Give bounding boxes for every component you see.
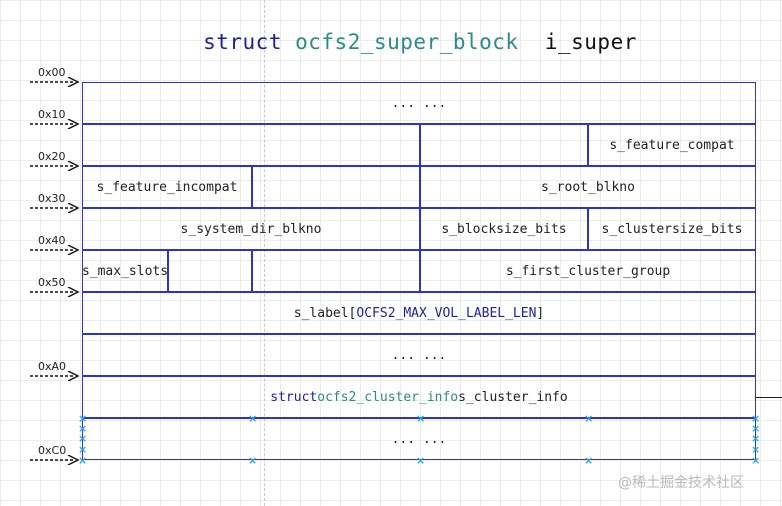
- selection-marker: ×: [78, 443, 88, 456]
- cluster-name: s_cluster_info: [458, 389, 568, 405]
- selection-marker: ×: [416, 454, 426, 467]
- field-cell: s_max_slots: [82, 250, 168, 292]
- struct-row: ... ...: [82, 82, 756, 124]
- struct-row: s_label[OCFS2_MAX_VOL_LABEL_LEN]: [82, 292, 756, 334]
- offset-arrow: [30, 287, 80, 297]
- selection-marker: ×: [751, 412, 761, 425]
- selection-marker: ×: [416, 412, 426, 425]
- struct-layout: ... ... s_feature_compat s_feature_incom…: [82, 82, 756, 462]
- struct-row: s_feature_incompat s_root_blkno: [82, 166, 756, 208]
- offset-arrow: [30, 77, 80, 87]
- title-variable: i_super: [544, 30, 637, 54]
- selection-marker: ×: [584, 454, 594, 467]
- field-cell: s_feature_incompat: [82, 166, 252, 208]
- selection-marker: ×: [751, 443, 761, 456]
- struct-row: ... ...: [82, 334, 756, 376]
- connector-line: [756, 397, 782, 398]
- selection-marker: ×: [78, 432, 88, 445]
- selection-marker: ×: [248, 454, 258, 467]
- struct-row: ... ...: [82, 418, 756, 460]
- struct-row: struct ocfs2_cluster_info s_cluster_info: [82, 376, 756, 418]
- selection-marker: ×: [584, 412, 594, 425]
- selection-marker: ×: [78, 422, 88, 435]
- guide-line: [264, 0, 265, 506]
- offset-arrow: [30, 245, 80, 255]
- struct-row: s_feature_compat: [82, 124, 756, 166]
- selection-marker: ×: [751, 454, 761, 467]
- field-cell: s_clustersize_bits: [588, 208, 756, 250]
- offset-label: 0xC0: [38, 444, 67, 457]
- field-cell: ... ...: [82, 82, 756, 124]
- field-cell: s_root_blkno: [420, 166, 756, 208]
- selection-marker: ×: [78, 454, 88, 467]
- selection-marker: ×: [78, 412, 88, 425]
- offset-arrow: [30, 455, 80, 465]
- field-cell: s_first_cluster_group: [420, 250, 756, 292]
- offset-arrow: [30, 119, 80, 129]
- offset-label: 0xA0: [38, 360, 67, 373]
- offset-label: 0x00: [38, 66, 66, 79]
- offset-label: 0x30: [38, 192, 66, 205]
- offset-arrow: [30, 371, 80, 381]
- diagram-title: struct ocfs2_super_block i_super: [0, 30, 782, 54]
- selection-marker: ×: [751, 422, 761, 435]
- field-cell: [82, 124, 420, 166]
- offset-label: 0x20: [38, 150, 66, 163]
- offset-label: 0x50: [38, 276, 66, 289]
- struct-row: s_system_dir_blkno s_blocksize_bits s_cl…: [82, 208, 756, 250]
- watermark: @稀土掘金技术社区: [618, 475, 744, 491]
- field-cell: ... ...: [82, 334, 756, 376]
- label-close: ]: [536, 305, 545, 321]
- field-cell: [252, 166, 420, 208]
- field-cell: ... ...: [82, 418, 756, 460]
- label-field: s_label[: [293, 305, 357, 321]
- title-keyword: struct: [203, 30, 282, 54]
- cluster-keyword: struct: [270, 389, 318, 405]
- selection-marker: ×: [751, 432, 761, 445]
- cluster-type: ocfs2_cluster_info: [317, 389, 459, 405]
- field-cell: s_system_dir_blkno: [82, 208, 420, 250]
- field-cell: [420, 124, 588, 166]
- field-cell: s_feature_compat: [588, 124, 756, 166]
- field-cell: struct ocfs2_cluster_info s_cluster_info: [82, 376, 756, 418]
- selection-marker: ×: [248, 412, 258, 425]
- label-macro: OCFS2_MAX_VOL_LABEL_LEN: [356, 305, 537, 321]
- struct-row: s_max_slots s_first_cluster_group: [82, 250, 756, 292]
- field-cell: s_blocksize_bits: [420, 208, 588, 250]
- offset-label: 0x10: [38, 108, 66, 121]
- field-cell: [168, 250, 252, 292]
- field-cell: [252, 250, 420, 292]
- title-type: ocfs2_super_block: [295, 30, 519, 54]
- offset-arrow: [30, 203, 80, 213]
- offset-arrow: [30, 161, 80, 171]
- offset-label: 0x40: [38, 234, 66, 247]
- field-cell: s_label[OCFS2_MAX_VOL_LABEL_LEN]: [82, 292, 756, 334]
